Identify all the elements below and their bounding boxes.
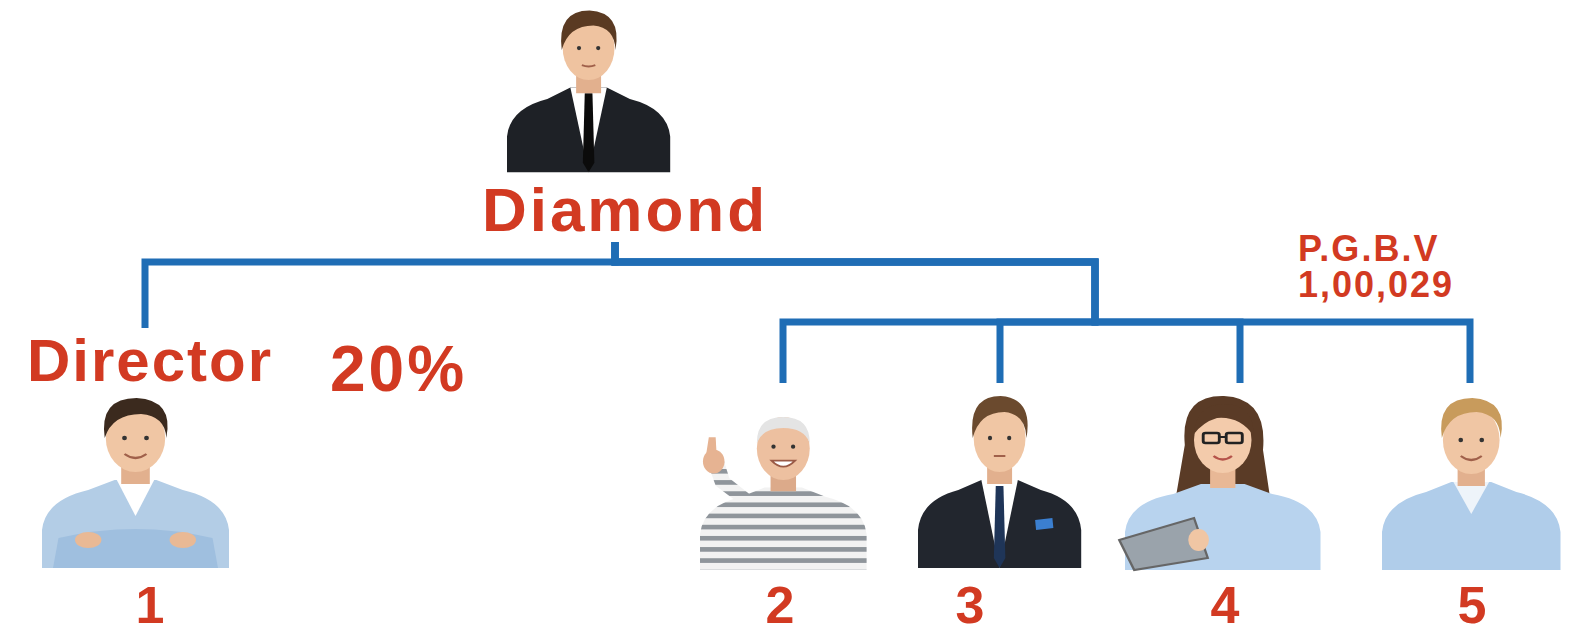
- diamond-portrait: [507, 11, 670, 173]
- member-node: 4: [1120, 383, 1330, 631]
- member-portrait: [918, 396, 1081, 568]
- callout-number: 2: [766, 579, 795, 631]
- volume-value: 1,00,029: [1298, 266, 1454, 304]
- hierarchy-connector: [145, 242, 615, 328]
- member-node: 2: [690, 383, 870, 631]
- callout-number: 3: [956, 579, 985, 631]
- callout-number: 4: [1211, 579, 1240, 631]
- member-node: 3: [880, 383, 1060, 631]
- member-node: 5: [1377, 383, 1567, 631]
- rank-title: Director: [27, 328, 273, 394]
- member-portrait: [1119, 396, 1320, 570]
- callout-number: 1: [136, 579, 165, 631]
- callout-number: 5: [1458, 579, 1487, 631]
- rank-title: Diamond: [482, 177, 768, 242]
- percentage-label: 20%: [330, 336, 467, 403]
- rank-node: Diamond: [460, 2, 790, 242]
- member-portrait: [1382, 398, 1561, 570]
- member-node: Director 1: [5, 328, 295, 631]
- member-portrait: [700, 417, 867, 570]
- volume-label: P.G.B.V: [1298, 230, 1439, 268]
- director-portrait: [42, 398, 229, 568]
